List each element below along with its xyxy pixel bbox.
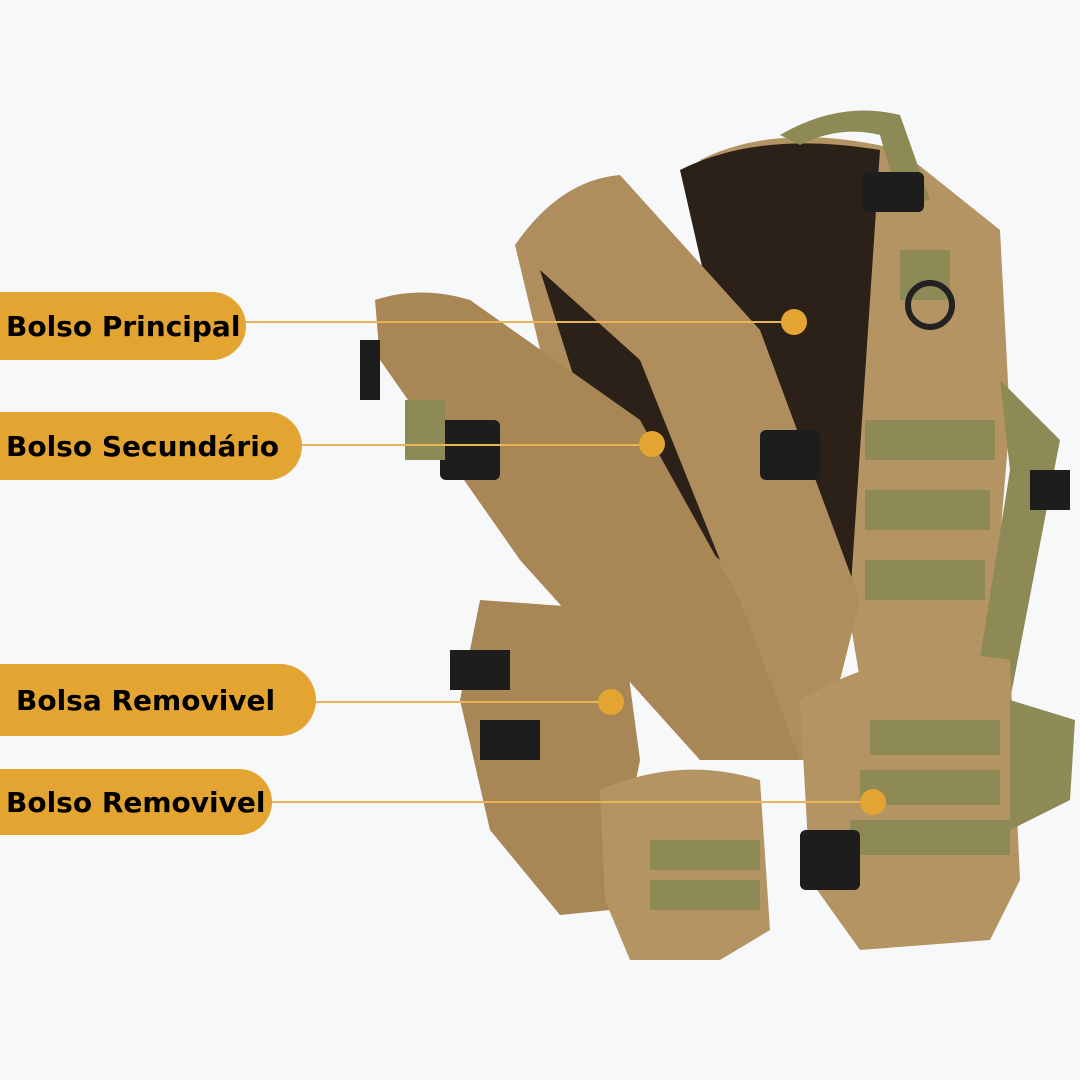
callout-dot-bolso-removivel [860, 789, 886, 815]
callout-line-bolso-removivel [266, 801, 873, 803]
callout-label-bolsa-removivel: Bolsa Removivel [0, 664, 316, 736]
callout-dot-bolso-secundario [639, 431, 665, 457]
callout-dot-bolso-principal [781, 309, 807, 335]
callout-line-bolsa-removivel [310, 701, 611, 703]
callout-label-bolso-principal: Bolso Principal [0, 292, 246, 360]
callout-label-bolso-removivel: Bolso Removivel [0, 769, 272, 835]
callout-dot-bolsa-removivel [598, 689, 624, 715]
callout-label-bolso-secundario: Bolso Secundário [0, 412, 302, 480]
callout-line-bolso-principal [240, 321, 794, 323]
callout-line-bolso-secundario [296, 444, 652, 446]
